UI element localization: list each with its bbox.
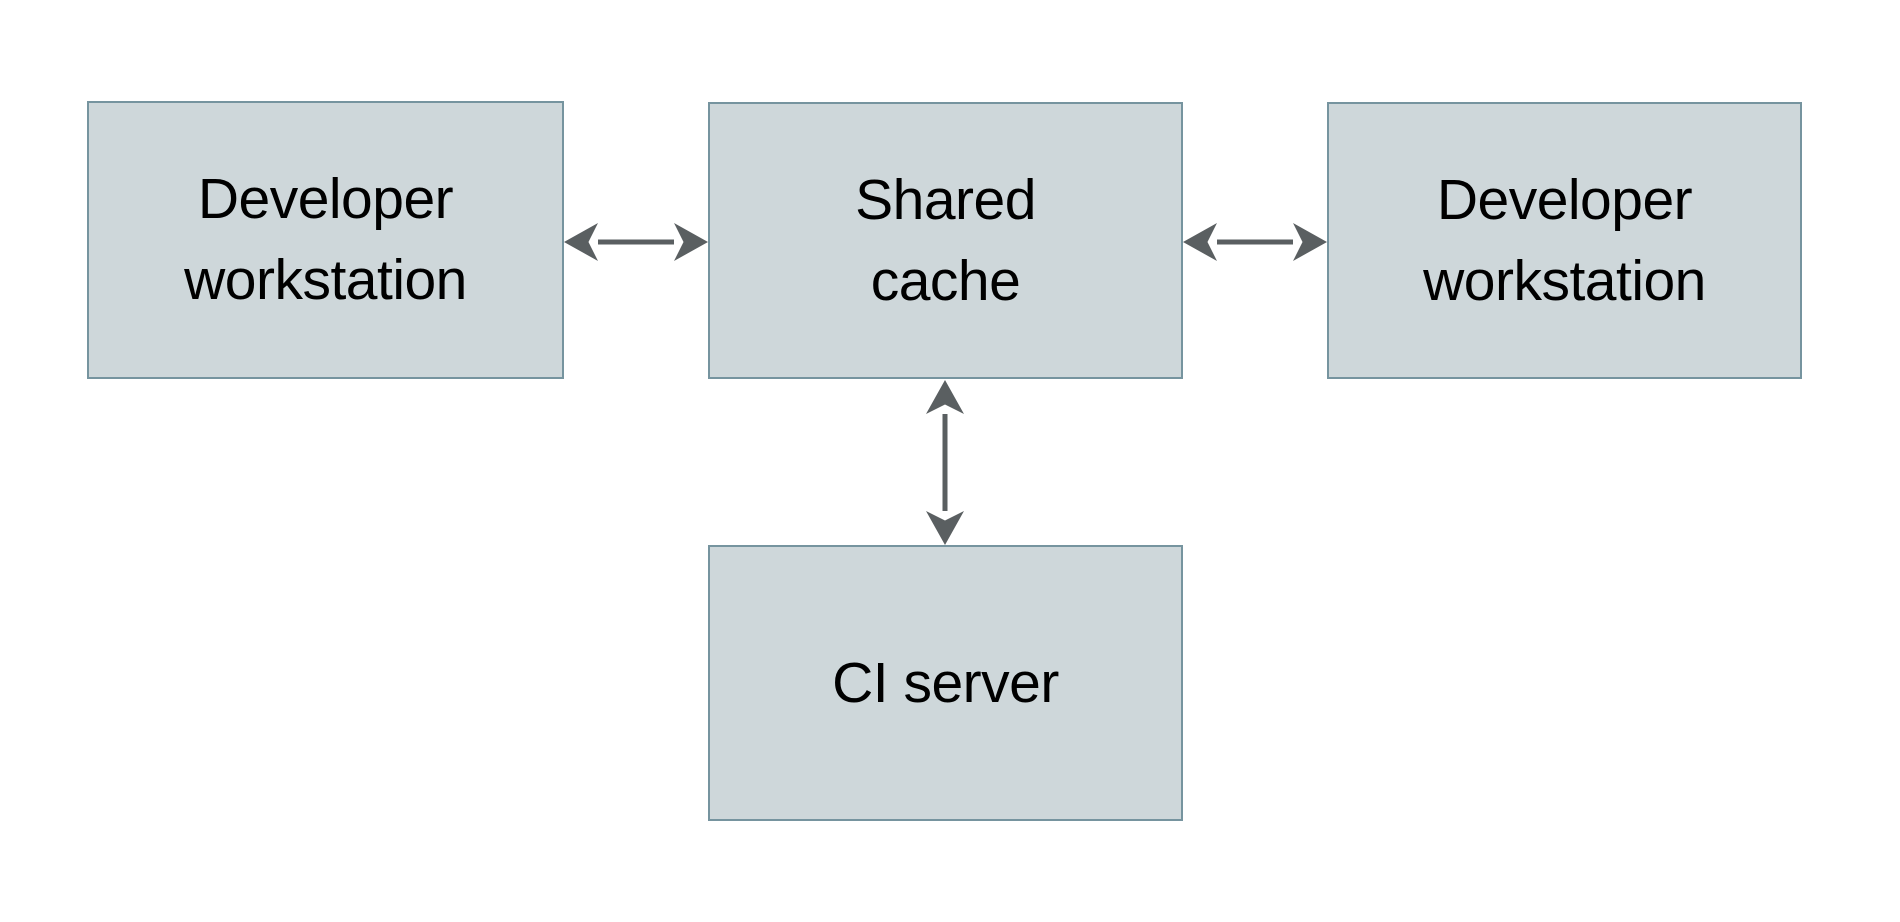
node-ci-server[interactable]: CI server (708, 545, 1183, 821)
double-arrow-horizontal-icon (1183, 223, 1327, 261)
node-shared-cache[interactable]: Shared cache (708, 102, 1183, 379)
edge-left-workstation-to-cache (564, 223, 708, 261)
edge-cache-to-right-workstation (1183, 223, 1327, 261)
double-arrow-horizontal-icon (564, 223, 708, 261)
node-label: Developer workstation (1423, 167, 1706, 313)
node-label: CI server (832, 650, 1059, 715)
node-dev-workstation-right[interactable]: Developer workstation (1327, 102, 1802, 379)
edge-ci-server-to-cache (926, 380, 964, 545)
double-arrow-vertical-icon (926, 380, 964, 545)
node-label: Shared cache (855, 167, 1036, 313)
node-dev-workstation-left[interactable]: Developer workstation (87, 101, 564, 379)
node-label: Developer workstation (184, 167, 467, 312)
